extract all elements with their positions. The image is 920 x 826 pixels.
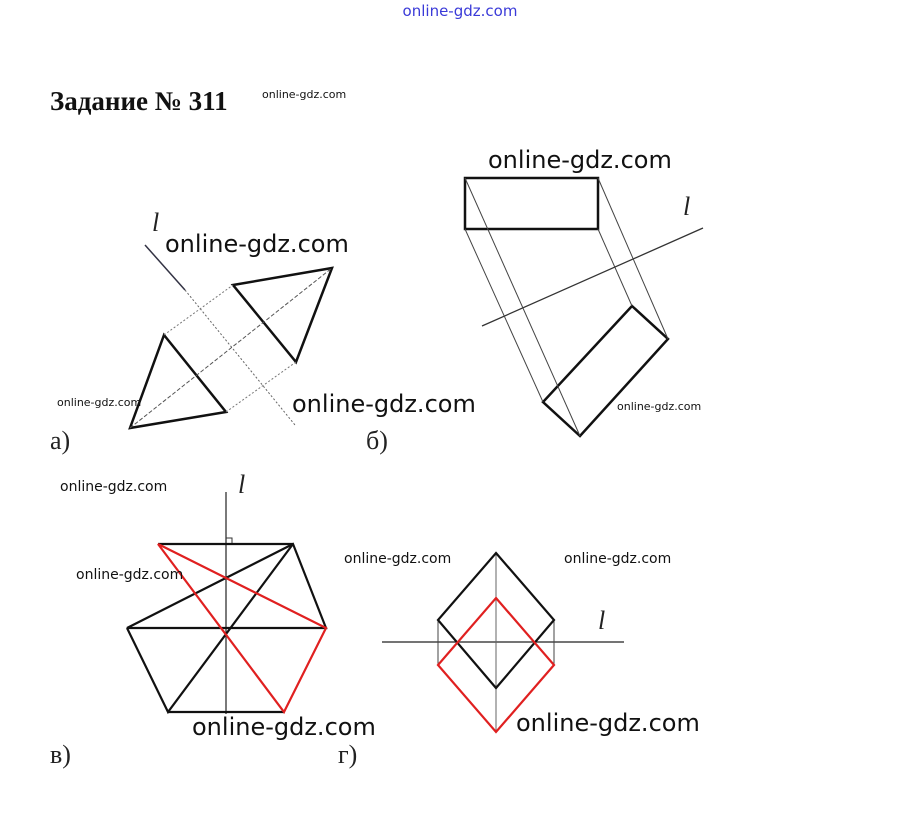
figure-label-b: б) (366, 426, 388, 455)
watermark: online-gdz.com (488, 146, 672, 174)
figure-image (157, 543, 328, 715)
figure-label-a: а) (50, 426, 71, 455)
watermark: online-gdz.com (57, 396, 142, 409)
axis-l-a (144, 244, 186, 291)
axis-label-v: l (238, 470, 246, 499)
axis-l-b (481, 227, 704, 327)
axis-label-b: l (683, 192, 691, 221)
figure-label-v: в) (50, 740, 71, 769)
rectangle-original (463, 176, 600, 231)
top-watermark: online-gdz.com (402, 2, 518, 20)
connector (464, 177, 581, 437)
connector (163, 284, 234, 336)
page-title: Задание № 311 (50, 86, 228, 116)
watermark: online-gdz.com (192, 713, 376, 741)
watermark: online-gdz.com (564, 551, 672, 567)
axis-label-a: l (152, 208, 160, 237)
triangle-original (128, 332, 229, 430)
connector (464, 228, 544, 403)
axis-label-g: l (598, 606, 606, 635)
connector (225, 361, 297, 413)
axis-l-a-dotted (184, 289, 296, 426)
watermark: online-gdz.com (60, 479, 168, 495)
figure-a (128, 244, 334, 430)
figure-v (126, 492, 328, 715)
watermark: online-gdz.com (165, 230, 349, 258)
watermark: online-gdz.com (516, 709, 700, 737)
figure-b (463, 176, 704, 438)
square-original (436, 551, 556, 690)
watermark: online-gdz.com (76, 567, 184, 583)
triangle-image (230, 266, 334, 365)
square-image (436, 596, 556, 734)
figure-original (126, 542, 328, 630)
rectangle-image (541, 304, 670, 438)
connector (129, 267, 333, 429)
right-angle-mark (226, 537, 233, 544)
watermark: online-gdz.com (617, 400, 702, 413)
figure-g (382, 551, 624, 734)
watermark: online-gdz.com (344, 551, 452, 567)
connector (597, 177, 669, 340)
figure-label-g: г) (338, 740, 358, 769)
watermark: online-gdz.com (292, 390, 476, 418)
connector (597, 228, 633, 307)
watermark: online-gdz.com (262, 88, 347, 101)
